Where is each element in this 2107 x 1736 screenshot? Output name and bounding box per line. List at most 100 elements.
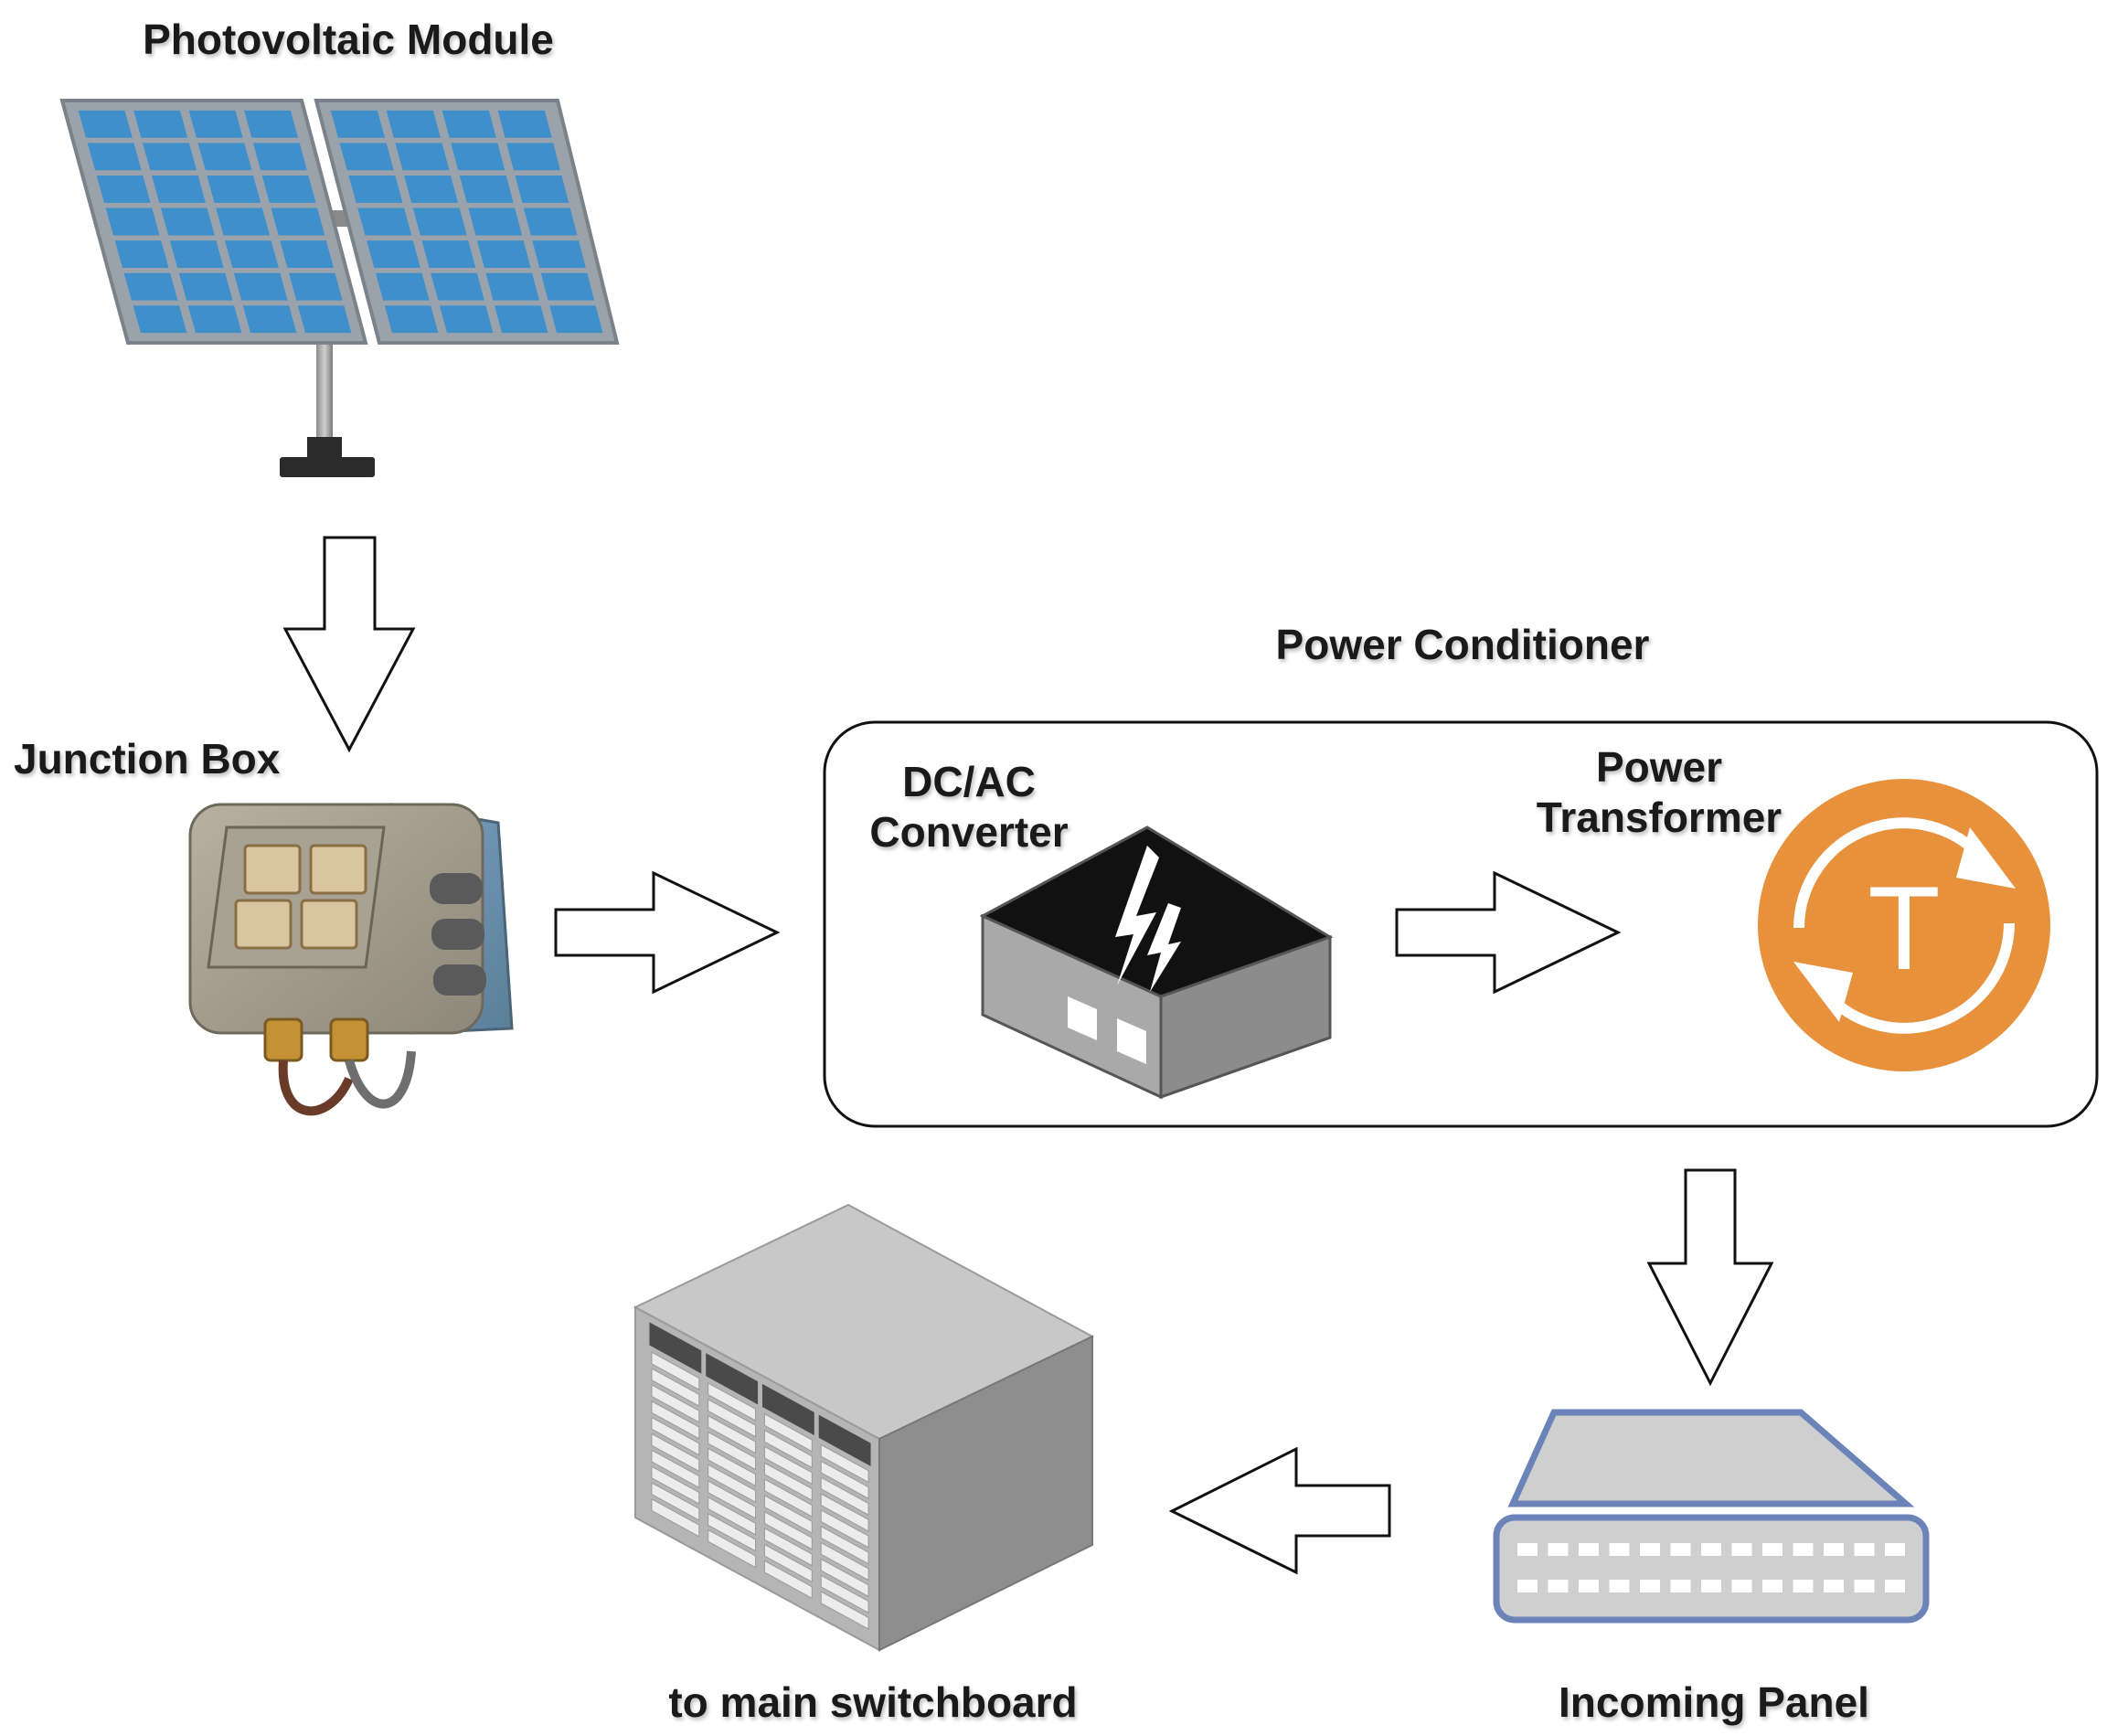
- solar-cell: [216, 208, 271, 236]
- cabinet-drawer: [651, 1432, 700, 1473]
- cabinet-drawer: [708, 1431, 757, 1471]
- cabinet-drawer: [763, 1495, 813, 1534]
- panel-port: [1701, 1580, 1721, 1592]
- solar-cell: [375, 272, 430, 301]
- power-transformer-label: Power Transformer: [1513, 742, 1805, 843]
- cabinet-drawer: [708, 1464, 757, 1503]
- panel-port: [1731, 1543, 1752, 1556]
- power-transformer-icon: T: [1758, 779, 2050, 1071]
- cabinet-drawer: [820, 1509, 869, 1549]
- panel-port: [1793, 1543, 1814, 1556]
- solar-cell: [297, 305, 352, 334]
- panel-port: [1701, 1543, 1721, 1556]
- panel-port: [1640, 1580, 1660, 1592]
- cabinet-drawer: [763, 1560, 813, 1600]
- solar-cell: [357, 208, 412, 236]
- cabinet-drawer: [820, 1558, 869, 1598]
- cabinet-drawer: [651, 1384, 700, 1423]
- panel-port: [1885, 1580, 1905, 1592]
- solar-cell: [133, 305, 187, 334]
- solar-cell: [532, 240, 586, 269]
- power-transformer-label-line1: Power: [1595, 743, 1723, 791]
- dc-ac-converter-icon: [979, 825, 1334, 1100]
- cabinet-drawer: [763, 1429, 813, 1469]
- cabinet-drawer: [708, 1512, 757, 1552]
- solar-cell: [384, 305, 439, 334]
- solar-cell: [87, 143, 142, 171]
- solar-cell: [439, 305, 494, 334]
- cabinet-header-strip: [818, 1414, 871, 1466]
- solar-cell: [105, 208, 160, 236]
- power-transformer-label-line2: Transformer: [1536, 793, 1782, 842]
- solar-cell: [207, 175, 261, 203]
- dc-ac-converter-label: DC/AC Converter: [841, 757, 1097, 857]
- arrow-down-conditioner-to-panel: [1646, 1168, 1774, 1387]
- panel-port: [1548, 1543, 1569, 1556]
- solar-cell: [271, 208, 325, 236]
- panel-port: [1854, 1543, 1875, 1556]
- solar-cell: [160, 208, 215, 236]
- solar-cell: [188, 110, 243, 138]
- solar-cell: [451, 143, 505, 171]
- cabinet-header-strip: [706, 1353, 759, 1405]
- panel-port: [1670, 1580, 1691, 1592]
- cabinet-drawer: [708, 1496, 757, 1536]
- transformer-symbol: T: [1868, 861, 1940, 995]
- cabinet-drawer: [763, 1445, 813, 1486]
- solar-cell: [123, 272, 178, 301]
- solar-cell: [78, 110, 133, 138]
- solar-cell: [412, 208, 467, 236]
- power-conditioner-label: Power Conditioner: [1275, 621, 1650, 668]
- cabinet-drawer: [708, 1382, 757, 1422]
- cabinet-drawer: [820, 1460, 869, 1500]
- panel-port: [1885, 1543, 1905, 1556]
- cabinet-drawer: [651, 1465, 700, 1505]
- solar-cell: [549, 305, 603, 334]
- cabinet-drawer: [763, 1478, 813, 1518]
- solar-cell: [280, 240, 334, 269]
- cabinet-drawer: [708, 1398, 757, 1438]
- panel-port: [1854, 1580, 1875, 1592]
- arrow-right-junction-to-conditioner: [554, 870, 781, 995]
- solar-cell: [442, 110, 496, 138]
- to-main-switchboard-label: to main switchboard: [668, 1678, 1078, 1726]
- solar-cell: [485, 272, 540, 301]
- cabinet-drawer: [820, 1525, 869, 1565]
- cabinet-drawer: [651, 1482, 700, 1521]
- cabinet-drawer: [820, 1443, 869, 1484]
- cabinet-drawer: [651, 1351, 700, 1390]
- solar-cell: [330, 110, 386, 138]
- panel-port: [1793, 1580, 1814, 1592]
- solar-cell: [515, 175, 569, 203]
- dc-ac-label-line2: Converter: [869, 808, 1069, 857]
- solar-cell: [459, 175, 514, 203]
- panel-port: [1824, 1543, 1844, 1556]
- incoming-panel-icon: [1493, 1409, 1930, 1624]
- switchboard-cabinet-icon: [633, 1203, 1095, 1652]
- cabinet-drawer: [651, 1498, 700, 1538]
- cabinet-drawer: [763, 1510, 813, 1550]
- solar-cell: [386, 110, 441, 138]
- cabinet-drawer: [763, 1527, 813, 1567]
- solar-cell: [289, 272, 343, 301]
- solar-cell: [178, 272, 233, 301]
- solar-cell: [495, 305, 548, 334]
- panel-port: [1762, 1543, 1782, 1556]
- panel-port: [1579, 1543, 1599, 1556]
- solar-cell: [540, 272, 595, 301]
- panel-port: [1609, 1580, 1630, 1592]
- solar-cell: [133, 110, 188, 138]
- cabinet-drawer: [708, 1447, 757, 1487]
- cabinet-drawer: [651, 1400, 700, 1440]
- solar-cell: [96, 175, 151, 203]
- solar-cell: [261, 175, 316, 203]
- solar-cell: [252, 143, 307, 171]
- solar-cell: [404, 175, 459, 203]
- junction-box-icon: [188, 803, 514, 1116]
- solar-cell: [421, 240, 476, 269]
- arrow-down-pv-to-junction: [282, 536, 416, 753]
- solar-cell: [523, 208, 578, 236]
- cabinet-drawer: [651, 1368, 700, 1407]
- solar-cell: [244, 110, 299, 138]
- cabinet-drawer: [708, 1414, 757, 1454]
